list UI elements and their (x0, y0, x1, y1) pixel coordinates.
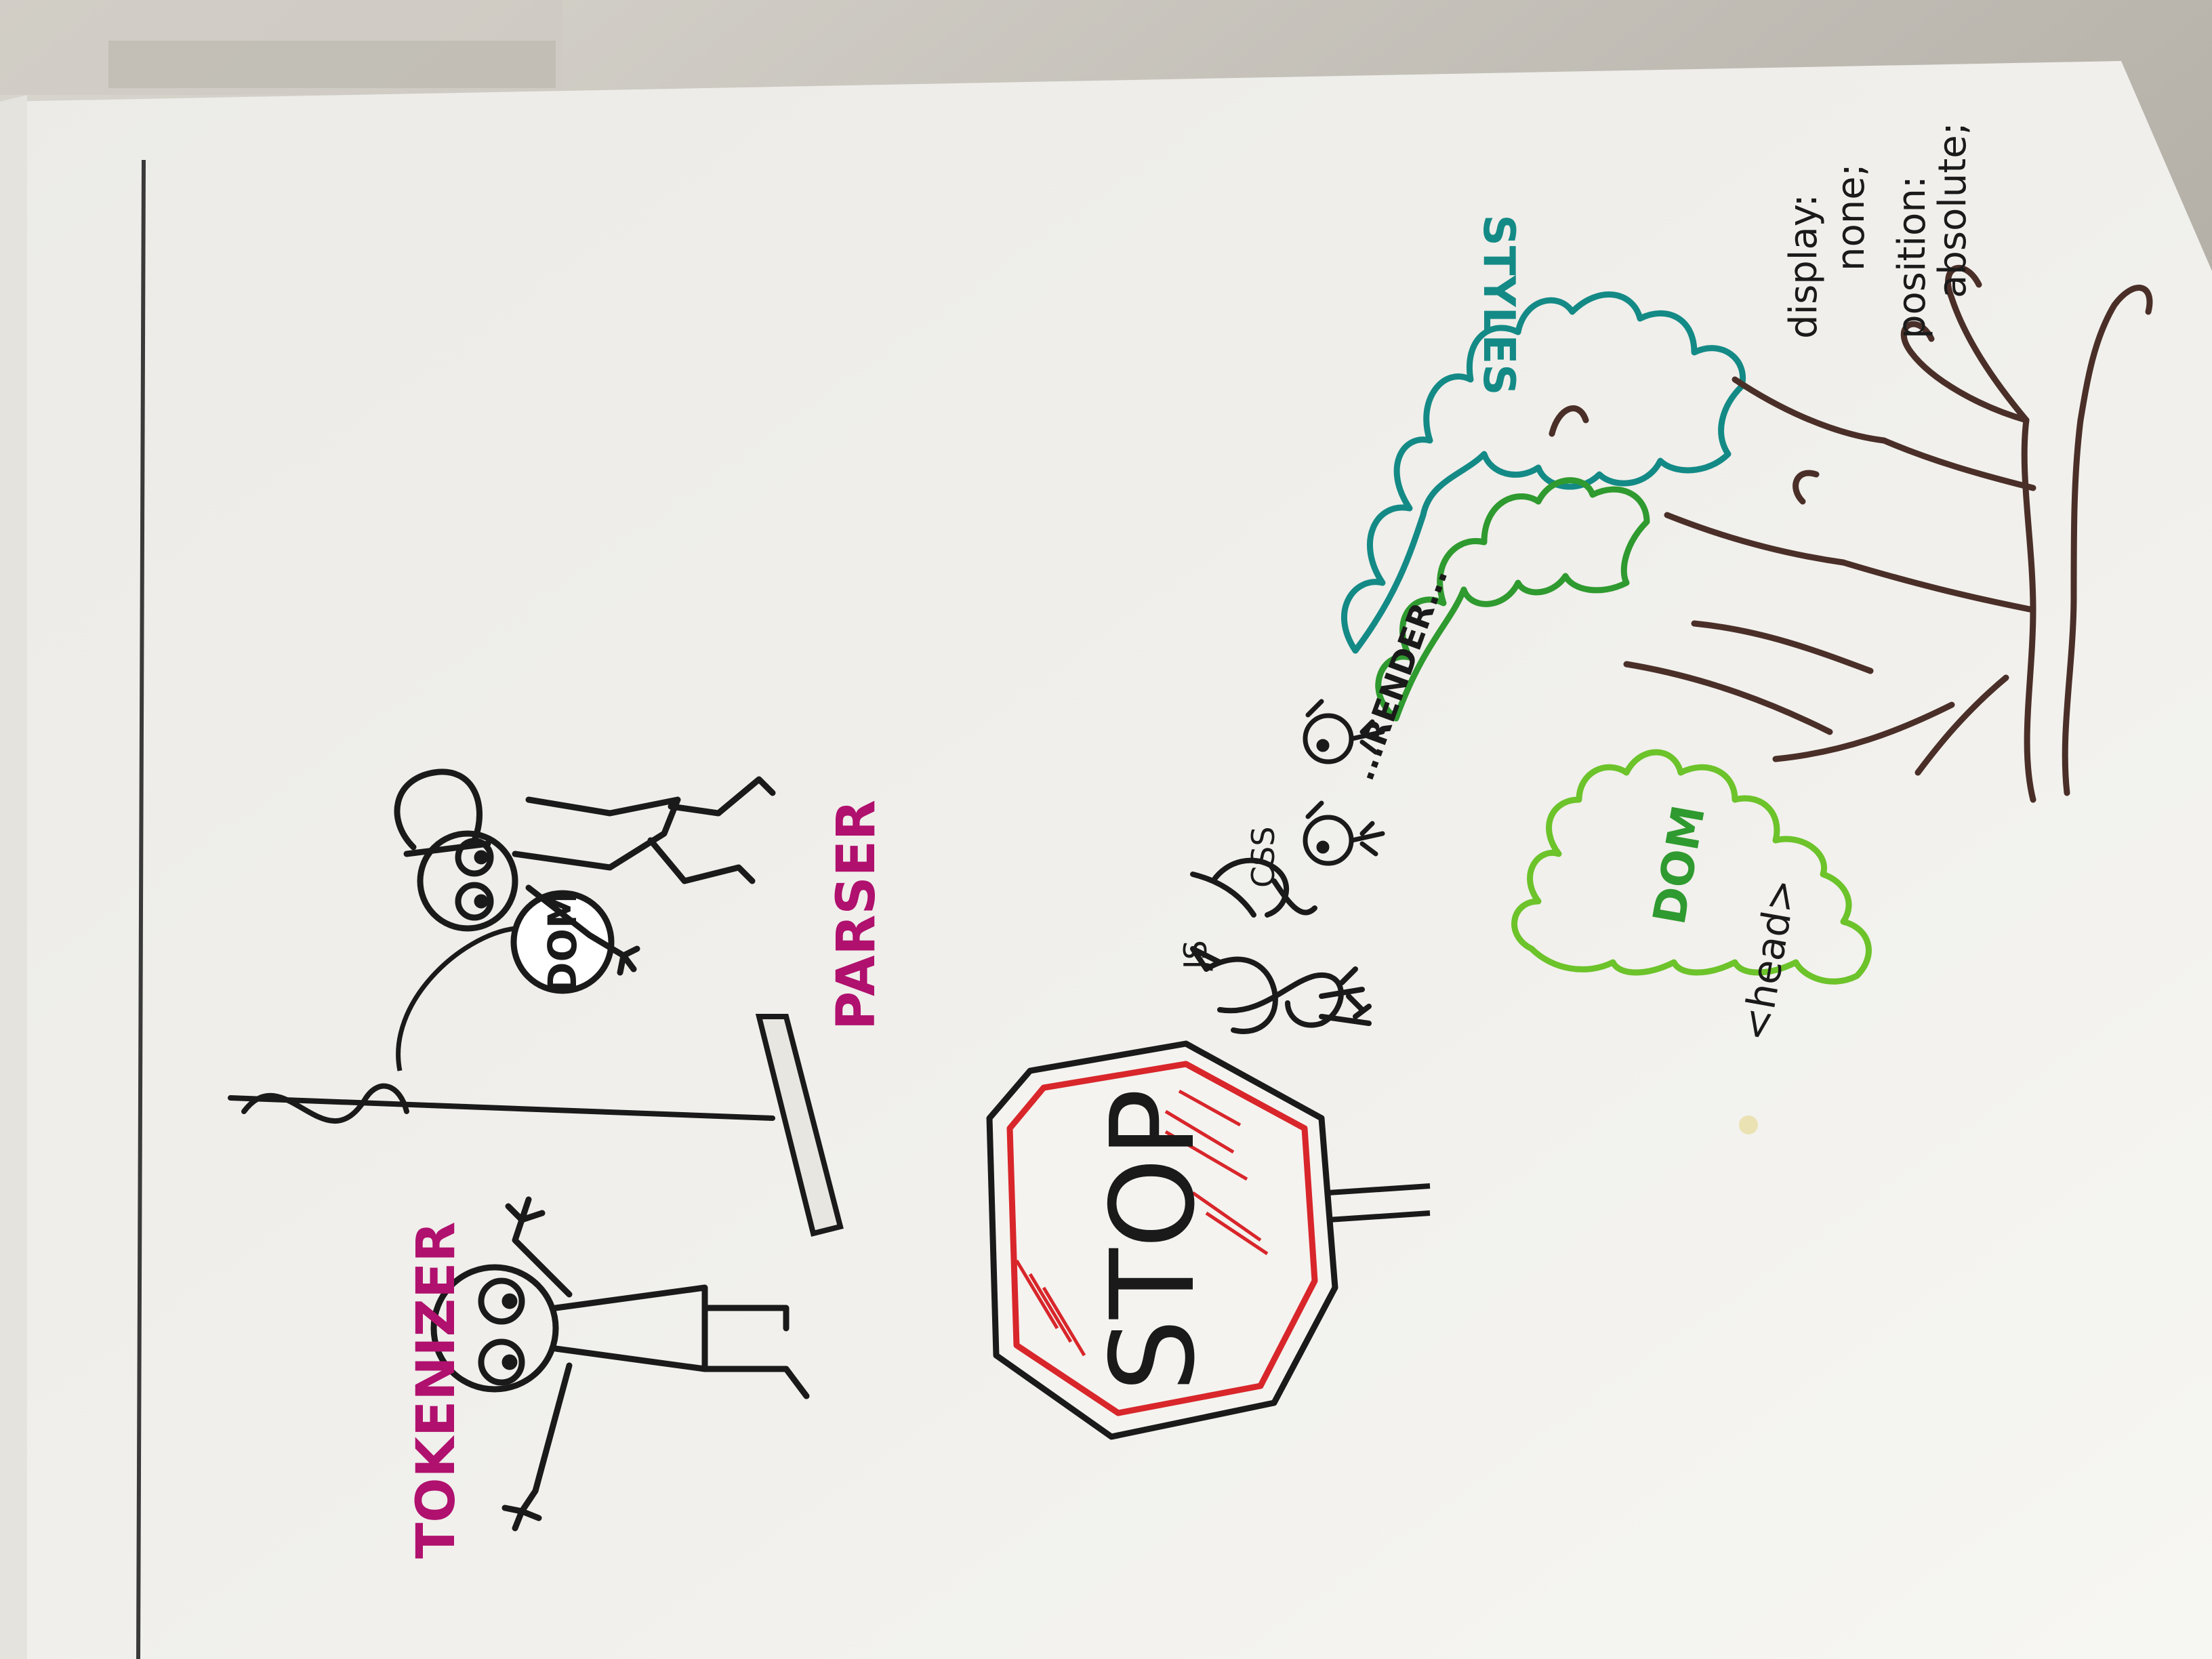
parser-eye (455, 838, 494, 877)
tree-root (1914, 674, 2009, 776)
parser-body (512, 796, 681, 871)
js-bird-beak (1190, 946, 1223, 972)
tokenizer-figure (430, 1196, 810, 1532)
position-value: absolute; (1931, 122, 1975, 298)
tokenizer-eye (478, 1338, 525, 1386)
js-bird (1190, 946, 1372, 1034)
dom-ball: DOM (510, 889, 615, 995)
tokenizer-leg (701, 1366, 810, 1399)
tokenizer-head (430, 1264, 559, 1393)
tape-piece-edge (108, 41, 556, 88)
styles-label: STYLES (1473, 215, 1523, 396)
small-bird (1303, 699, 1385, 764)
tokenizer-arm (518, 1362, 573, 1515)
stop-sign-post (1328, 1183, 1431, 1223)
stop-sign: STOP (986, 1040, 1431, 1440)
js-label: JS (1177, 940, 1214, 971)
display-property: display: (1782, 194, 1826, 339)
tree-trunk (1549, 264, 2153, 803)
tree-knot (1793, 470, 1820, 505)
parser-arm (525, 884, 627, 959)
stop-sign-label: STOP (1086, 1088, 1221, 1392)
pole (228, 1014, 844, 1237)
tokenizer-label: TOKENIZER (406, 1222, 467, 1559)
tree-canopy-dom (1511, 749, 1872, 985)
tree-knot (1549, 405, 1589, 437)
css-label: CSS (1245, 826, 1282, 888)
parser-hat (394, 769, 483, 851)
pole-base (755, 1014, 844, 1237)
ball-trajectory (396, 926, 516, 1071)
parser-eye (455, 882, 494, 921)
parser-leg (668, 776, 776, 817)
tree-canopy-styles (1340, 291, 1746, 654)
tree-canopy-render (1375, 477, 1650, 722)
pole-squiggle (241, 1083, 409, 1124)
position-property: position: (1890, 176, 1934, 339)
tokenizer-arm (512, 1216, 573, 1298)
tokenizer-body (552, 1284, 708, 1372)
margin-line (136, 159, 146, 1659)
dom-ball-label: DOM (539, 889, 586, 994)
paper-stain (1739, 1115, 1758, 1134)
parser-figure (394, 769, 776, 976)
small-bird (1303, 800, 1385, 866)
tokenizer-eye (478, 1277, 525, 1325)
paper-sheet-back (0, 95, 27, 1659)
parser-head (417, 830, 518, 932)
display-value: none; (1829, 163, 1873, 271)
parser-leg (647, 837, 756, 884)
stop-sign-hatching (1015, 1089, 1269, 1357)
parser-label: PARSER (826, 800, 887, 1030)
stop-sign-inner (1006, 1061, 1318, 1416)
css-bird (1190, 857, 1317, 918)
tokenizer-leg (701, 1305, 790, 1332)
